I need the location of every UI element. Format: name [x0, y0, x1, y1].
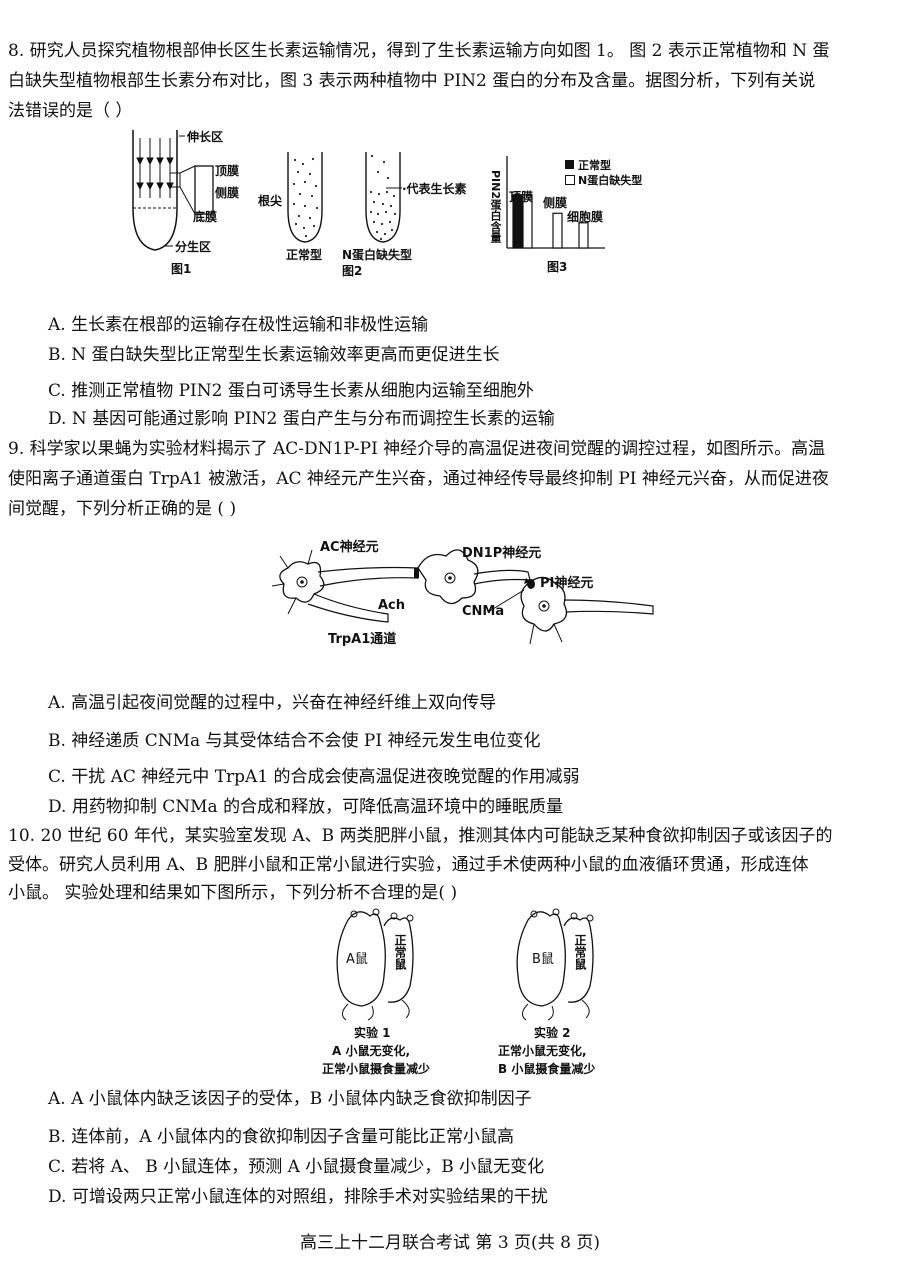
q10-option-b: B. 连体前，A 小鼠体内的食欲抑制因子含量可能比正常小鼠高 [48, 1127, 514, 1147]
exp1-mouse-a-label: A鼠 [346, 952, 368, 967]
label-ac-neuron: AC神经元 [320, 540, 379, 555]
q10-stem-line-1: 10. 20 世纪 60 年代，某实验室发现 A、B 两类肥胖小鼠，推测其体内可… [8, 826, 833, 846]
q10-stem-line-3: 小鼠。 实验处理和结果如下图所示，下列分析不合理的是( ) [8, 883, 458, 903]
fig2-caption: 图2 [342, 264, 363, 278]
fig3-legend-swatch-normal [565, 160, 574, 169]
label-trpa1-channel: TrpA1通道 [328, 632, 397, 647]
conjoined-mice-a [336, 908, 414, 1021]
root-diagram [132, 130, 214, 251]
fig3-legend-normal: 正常型 [578, 159, 611, 172]
bar-mutant-1 [552, 212, 563, 249]
label-pi-neuron: PI神经元 [540, 576, 594, 591]
q9-stem-line-2: 使阳离子通道蛋白 TrpA1 被激活，AC 神经元产生兴奋，通过神经传导最终抑制… [8, 469, 829, 489]
q10-experiment-1: A鼠 正常鼠 实验 1 A 小鼠无变化, 正常小鼠摄食量减少 [318, 906, 458, 1076]
bar-mutant-2 [578, 222, 589, 249]
exp2-title: 实验 2 [534, 1026, 571, 1040]
label-ach: Ach [378, 598, 406, 613]
fig2-label-mutant: N蛋白缺失型 [342, 248, 413, 262]
exp2-mouse-b-label: B鼠 [532, 952, 554, 967]
q9-option-c: C. 干扰 AC 神经元中 TrpA1 的合成会使高温促进夜晚觉醒的作用减弱 [48, 767, 580, 787]
exp1-normal-mouse-label: 正常鼠 [393, 934, 407, 970]
q8-option-b: B. N 蛋白缺失型比正常型生长素运输效率更高而更促进生长 [48, 345, 500, 365]
fig1-label-meristem: 分生区 [175, 240, 212, 254]
q9-neuron-figure: AC神经元 DN1P神经元 PI神经元 Ach CNMa TrpA1通道 [268, 528, 658, 658]
fig2-label-root-tip: 根尖 [258, 194, 283, 208]
exp1-result-line-1: A 小鼠无变化, [332, 1044, 411, 1058]
label-cnma: CNMa [462, 604, 505, 619]
fig3-legend-swatch-mutant [565, 175, 575, 185]
q8-figure-2: 根尖 ·代表生长素 正常型 N蛋白缺失型 图2 [258, 148, 478, 278]
conjoined-mice-b [516, 908, 594, 1021]
q8-stem-line-2: 白缺失型植物根部生长素分布对比，图 3 表示两种植物中 PIN2 蛋白的分布及含… [8, 71, 816, 91]
fig3-category-side: 侧膜 [543, 196, 568, 210]
fig3-category-cell: 细胞膜 [567, 210, 604, 224]
q10-option-c: C. 若将 A、 B 小鼠连体，预测 A 小鼠摄食量减少，B 小鼠无变化 [48, 1157, 545, 1177]
q8-option-c: C. 推测正常植物 PIN2 蛋白可诱导生长素从细胞内运输至细胞外 [48, 381, 534, 401]
exp2-normal-mouse-label: 正常鼠 [573, 934, 587, 970]
q10-option-d: D. 可增设两只正常小鼠连体的对照组，排除手术对实验结果的干扰 [48, 1187, 548, 1207]
pin2-bar-chart [506, 156, 605, 249]
q9-stem-line-3: 间觉醒，下列分析正确的是 ( ) [8, 499, 237, 519]
q9-option-d: D. 用药物抑制 CNMa 的合成和释放，可降低高温环境中的睡眠质量 [48, 797, 564, 817]
q9-stem-line-1: 9. 科学家以果蝇为实验材料揭示了 AC-DN1P-PI 神经介导的高温促进夜间… [8, 439, 826, 459]
root-tip-comparison [287, 152, 402, 243]
q10-option-a: A. A 小鼠体内缺乏该因子的受体，B 小鼠体内缺乏食欲抑制因子 [48, 1089, 532, 1109]
q8-stem-line-3: 法错误的是（ ） [8, 101, 133, 121]
exp1-title: 实验 1 [354, 1026, 391, 1040]
label-dn1p-neuron: DN1P神经元 [462, 546, 542, 561]
exp2-result-line-1: 正常小鼠无变化, [498, 1044, 587, 1058]
q9-option-b: B. 神经递质 CNMa 与其受体结合不会使 PI 神经元发生电位变化 [48, 731, 541, 751]
fig3-ylabel: PIN2蛋白含量 [489, 170, 502, 244]
fig1-label-bottom-membrane: 底膜 [193, 210, 218, 224]
fig3-category-top: 顶膜 [509, 190, 534, 204]
fig2-label-normal: 正常型 [286, 248, 323, 262]
neuron-diagram [271, 549, 654, 645]
q8-figure-1: 伸长区 顶膜 侧膜 底膜 分生区 图1 [125, 128, 255, 278]
q8-option-d: D. N 基因可能通过影响 PIN2 蛋白产生与分布而调控生长素的运输 [48, 409, 555, 429]
q10-stem-line-2: 受体。研究人员利用 A、B 肥胖小鼠和正常小鼠进行实验，通过手术使两种小鼠的血液… [8, 855, 809, 875]
q8-option-a: A. 生长素在根部的运输存在极性运输和非极性运输 [48, 315, 429, 335]
page-footer: 高三上十二月联合考试 第 3 页(共 8 页) [300, 1233, 600, 1253]
bar-mutant-0 [522, 194, 533, 249]
q8-figure-3: PIN2蛋白含量 顶膜 侧膜 细胞膜 正常型 N蛋白缺失型 图3 [485, 150, 685, 280]
fig1-caption: 图1 [171, 262, 192, 276]
fig2-label-auxin: ·代表生长素 [402, 182, 467, 196]
fig3-legend-mutant: N蛋白缺失型 [578, 174, 643, 187]
exp2-result-line-2: B 小鼠摄食量减少 [498, 1062, 596, 1076]
q8-stem-line-1: 8. 研究人员探究植物根部伸长区生长素运输情况，得到了生长素运输方向如图 1。 … [8, 41, 830, 61]
fig1-label-side-membrane: 侧膜 [215, 186, 240, 200]
q10-experiment-2: B鼠 正常鼠 实验 2 正常小鼠无变化, B 小鼠摄食量减少 [498, 906, 638, 1076]
fig1-label-elongation: 伸长区 [187, 130, 224, 144]
exp1-result-line-2: 正常小鼠摄食量减少 [322, 1062, 431, 1076]
fig1-label-top-membrane: 顶膜 [215, 164, 240, 178]
fig3-caption: 图3 [547, 260, 568, 274]
q9-option-a: A. 高温引起夜间觉醒的过程中，兴奋在神经纤维上双向传导 [48, 693, 497, 713]
bar-normal-0 [512, 194, 523, 249]
